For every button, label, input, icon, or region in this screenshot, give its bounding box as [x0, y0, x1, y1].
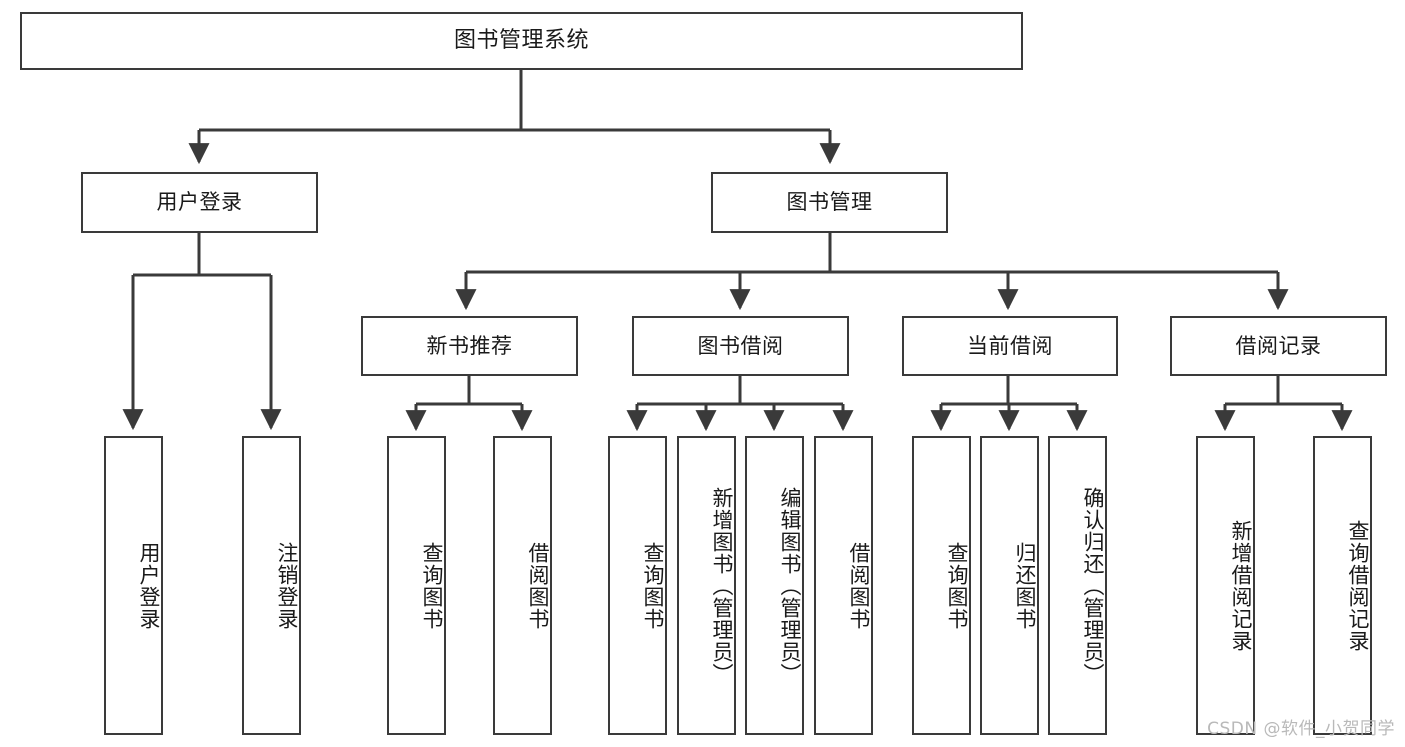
node-borrow-record[interactable]: 借阅记录: [1170, 316, 1387, 376]
node-current-borrow[interactable]: 当前借阅: [902, 316, 1118, 376]
node-label: 用户登录: [156, 190, 243, 215]
node-label: 查询图书: [945, 541, 969, 630]
node-label: 图书借阅: [697, 333, 784, 358]
node-leaf-borrow-record-query[interactable]: 查询借阅记录: [1313, 436, 1372, 735]
node-label: 查询图书: [641, 541, 665, 630]
node-label: 当前借阅: [967, 333, 1053, 358]
node-label: 用户登录: [137, 541, 161, 630]
node-label: 新书推荐: [426, 333, 513, 358]
node-label: 新增借阅记录: [1229, 519, 1253, 652]
node-new-book-recommendation[interactable]: 新书推荐: [361, 316, 578, 376]
node-leaf-new-books-borrow[interactable]: 借阅图书: [493, 436, 552, 735]
node-leaf-current-borrow-query[interactable]: 查询图书: [912, 436, 971, 735]
node-label: 借阅图书: [847, 541, 871, 630]
node-label: 查询图书: [420, 541, 444, 630]
watermark-text: CSDN @软件_小贺同学: [1207, 719, 1395, 739]
node-leaf-borrow-record-add[interactable]: 新增借阅记录: [1196, 436, 1255, 735]
node-leaf-user-login-logout[interactable]: 注销登录: [242, 436, 301, 735]
node-book-management[interactable]: 图书管理: [711, 172, 948, 233]
node-label: 确认归还（管理员）: [1081, 486, 1105, 685]
node-label: 新增图书（管理员）: [710, 486, 734, 685]
node-label: 图书管理系统: [453, 28, 589, 54]
node-label: 借阅记录: [1235, 333, 1322, 358]
node-label: 归还图书: [1013, 541, 1037, 630]
node-root-library-system[interactable]: 图书管理系统: [20, 12, 1023, 70]
node-leaf-new-books-query[interactable]: 查询图书: [387, 436, 446, 735]
node-label: 图书管理: [786, 190, 873, 215]
node-label: 注销登录: [275, 541, 299, 630]
node-leaf-current-borrow-return[interactable]: 归还图书: [980, 436, 1039, 735]
node-leaf-book-borrow-add[interactable]: 新增图书（管理员）: [677, 436, 736, 735]
node-leaf-book-borrow-edit[interactable]: 编辑图书（管理员）: [745, 436, 804, 735]
node-leaf-book-borrow-borrow[interactable]: 借阅图书: [814, 436, 873, 735]
node-user-login[interactable]: 用户登录: [81, 172, 318, 233]
node-label: 查询借阅记录: [1346, 519, 1370, 652]
node-label: 借阅图书: [526, 541, 550, 630]
node-leaf-current-borrow-confirm-return[interactable]: 确认归还（管理员）: [1048, 436, 1107, 735]
node-book-borrow[interactable]: 图书借阅: [632, 316, 849, 376]
node-leaf-book-borrow-query[interactable]: 查询图书: [608, 436, 667, 735]
node-leaf-user-login-login[interactable]: 用户登录: [104, 436, 163, 735]
node-label: 编辑图书（管理员）: [778, 486, 802, 685]
